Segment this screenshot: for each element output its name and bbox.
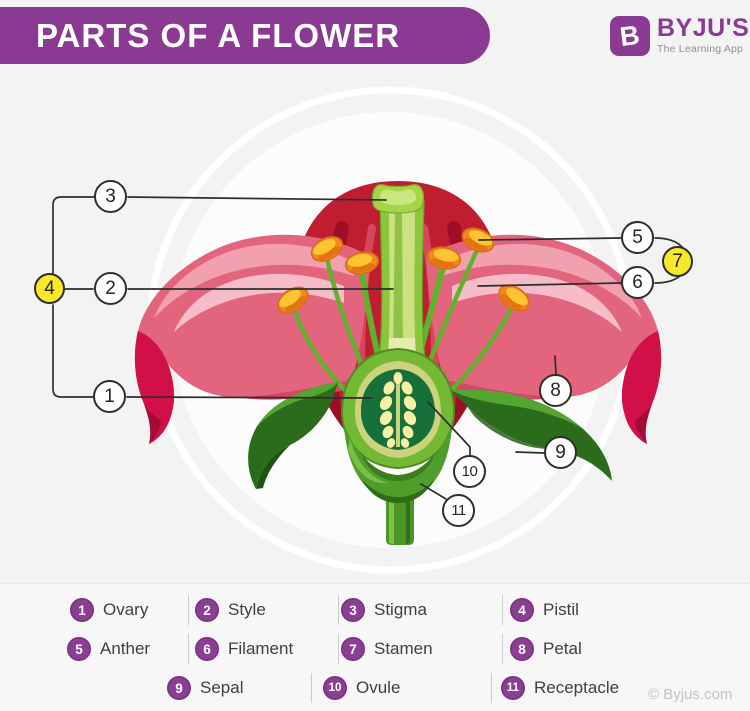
legend-label: Ovule — [356, 678, 401, 697]
line-stigma — [127, 196, 387, 201]
legend-label: Receptacle — [534, 678, 620, 697]
anther — [461, 227, 495, 253]
legend-num: 10 — [323, 676, 347, 700]
legend-label: Ovary — [103, 600, 149, 619]
legend-num: 8 — [510, 637, 534, 661]
legend-num: 2 — [195, 598, 219, 622]
legend-label: Petal — [543, 639, 582, 658]
legend-divider — [491, 673, 492, 703]
anther — [310, 236, 344, 262]
anther — [277, 286, 309, 314]
brand-tagline: The Learning App — [657, 43, 744, 55]
legend-divider — [338, 595, 339, 625]
callout-8-petal: 8 — [539, 374, 572, 407]
line-filament — [477, 282, 622, 287]
legend-num: 4 — [510, 598, 534, 622]
sepal-left — [248, 382, 338, 489]
byjus-b-glyph: B — [618, 19, 642, 52]
anther — [498, 284, 530, 312]
bracket-pistil-top — [52, 196, 95, 274]
line-petal — [554, 355, 557, 375]
bracket-pistil-bottom — [52, 304, 94, 398]
legend-num: 9 — [167, 676, 191, 700]
stem — [386, 495, 414, 545]
legend-divider — [188, 595, 189, 625]
legend-divider — [502, 634, 503, 664]
callout-7-stamen: 7 — [662, 246, 693, 277]
legend-label: Stamen — [374, 639, 433, 658]
anther — [344, 251, 380, 275]
byjus-logo: B BYJU'S The Learning App — [610, 16, 749, 56]
line-ovary — [126, 396, 373, 399]
legend-item-filament: 6 Filament — [195, 637, 293, 661]
legend-item-style: 2 Style — [195, 598, 266, 622]
line-sepal — [515, 451, 545, 454]
callout-1-ovary: 1 — [93, 380, 126, 413]
legend-item-stigma: 3 Stigma — [341, 598, 427, 622]
callout-11-receptacle: 11 — [442, 494, 475, 527]
line-anther — [478, 237, 622, 241]
legend-item-ovule: 10 Ovule — [323, 676, 400, 700]
header-banner: PARTS OF A FLOWER — [0, 7, 490, 64]
copyright: © Byjus.com — [648, 686, 733, 703]
legend-label: Stigma — [374, 600, 427, 619]
callout-4-pistil: 4 — [34, 273, 65, 304]
legend-divider — [502, 595, 503, 625]
anther — [426, 246, 462, 270]
legend-num: 11 — [501, 676, 525, 700]
line-ovule — [427, 401, 471, 456]
legend-label: Sepal — [200, 678, 244, 697]
page-title: PARTS OF A FLOWER — [36, 16, 401, 54]
legend-divider — [338, 634, 339, 664]
legend-num: 6 — [195, 637, 219, 661]
callout-9-sepal: 9 — [544, 436, 577, 469]
callout-10-ovule: 10 — [453, 455, 486, 488]
legend-num: 7 — [341, 637, 365, 661]
legend-item-receptacle: 11 Receptacle — [501, 676, 619, 700]
ovules — [379, 372, 417, 448]
legend-item-stamen: 7 Stamen — [341, 637, 433, 661]
ovary — [340, 347, 456, 470]
legend-num: 1 — [70, 598, 94, 622]
legend-label: Filament — [228, 639, 294, 658]
legend-item-sepal: 9 Sepal — [167, 676, 243, 700]
brand-name: BYJU'S — [657, 14, 750, 42]
legend-item-pistil: 4 Pistil — [510, 598, 579, 622]
callout-3-stigma: 3 — [94, 180, 127, 213]
legend-label: Anther — [100, 639, 151, 658]
legend: 1 Ovary 2 Style 3 Stigma 4 Pistil 5 Anth… — [0, 583, 750, 711]
line-receptacle — [420, 483, 447, 500]
callout-6-filament: 6 — [621, 266, 654, 299]
legend-label: Pistil — [543, 600, 579, 619]
legend-divider — [188, 634, 189, 664]
callout-2-style: 2 — [94, 272, 127, 305]
legend-item-ovary: 1 Ovary — [70, 598, 148, 622]
callout-5-anther: 5 — [621, 221, 654, 254]
legend-label: Style — [228, 600, 266, 619]
pistil — [371, 184, 426, 361]
sepal-right — [450, 389, 612, 481]
legend-num: 3 — [341, 598, 365, 622]
legend-item-anther: 5 Anther — [67, 637, 150, 661]
legend-num: 5 — [67, 637, 91, 661]
receptacle — [344, 424, 452, 503]
byjus-logo-icon: B — [610, 16, 650, 56]
legend-divider — [311, 673, 312, 703]
legend-item-petal: 8 Petal — [510, 637, 582, 661]
byjus-logo-text: BYJU'S The Learning App — [657, 14, 750, 56]
